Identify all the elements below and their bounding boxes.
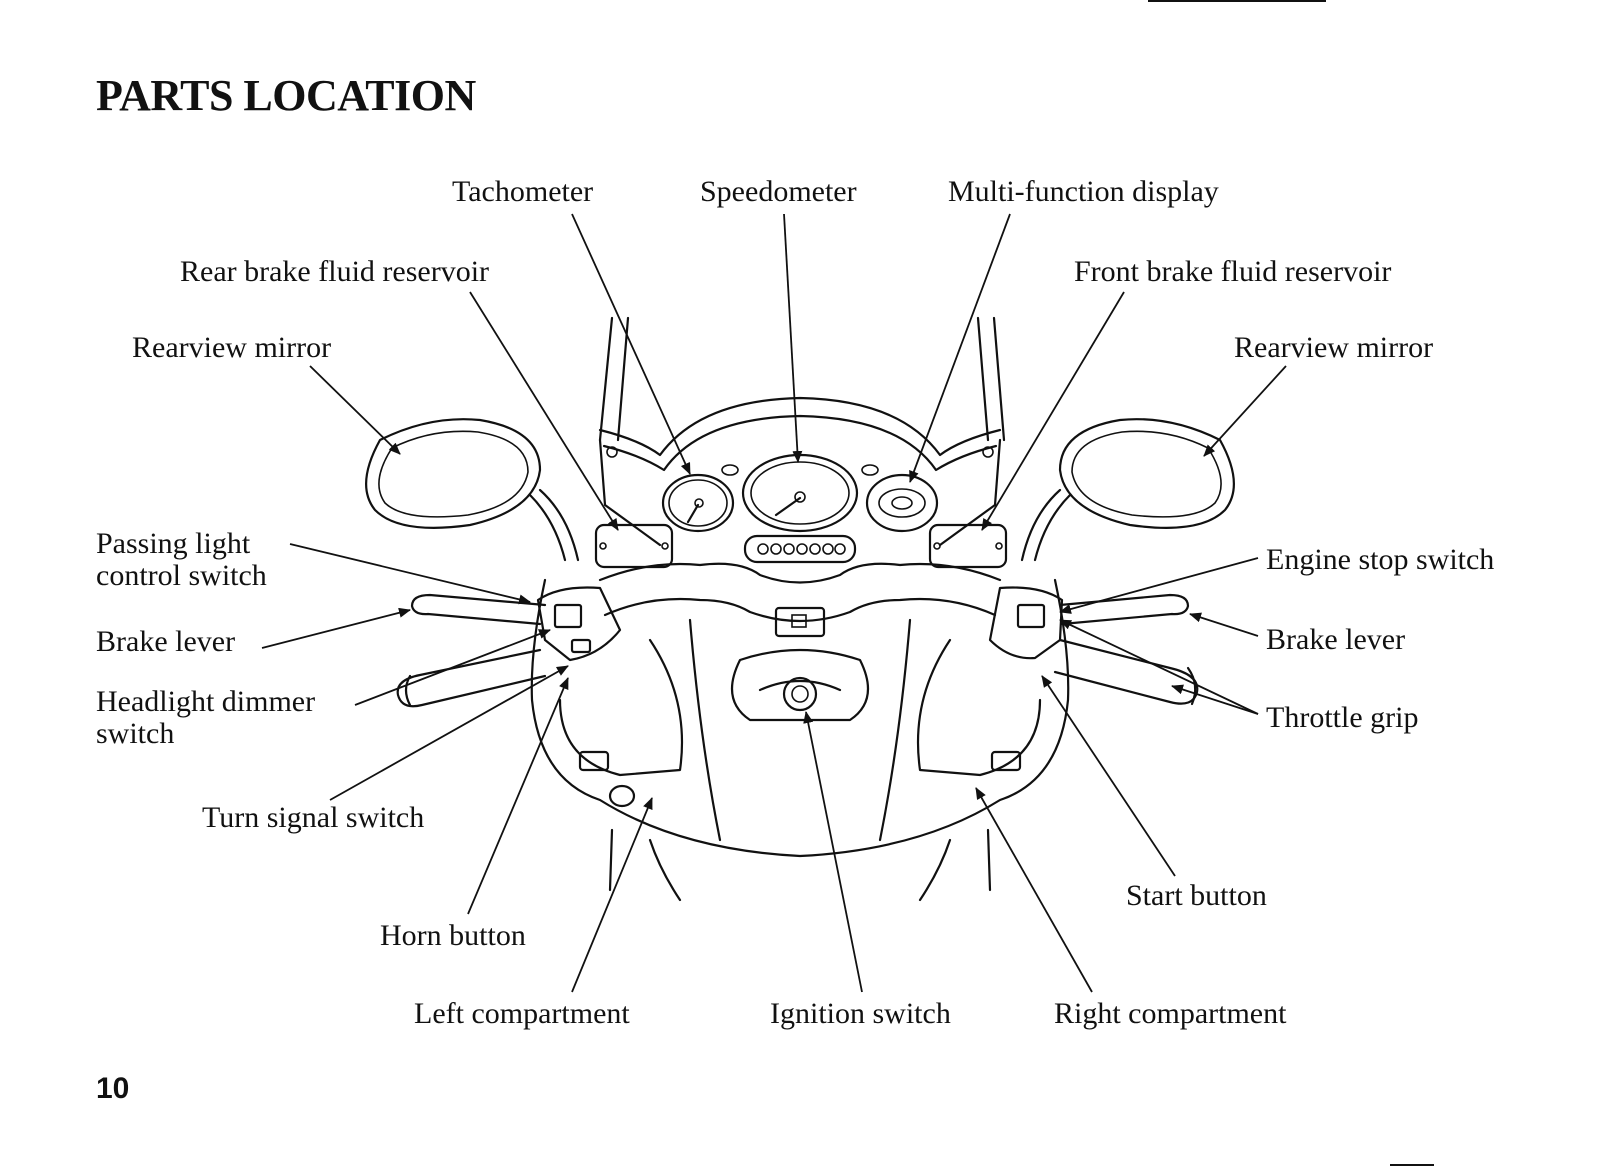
- speedometer-gauge: [741, 453, 859, 533]
- engine-stop-switch-label: Engine stop switch: [1266, 543, 1495, 576]
- center-console: [608, 618, 992, 902]
- indicator-lights: [721, 464, 879, 564]
- left-brake-reservoir: [594, 523, 674, 569]
- top-rule: [1148, 0, 1326, 2]
- start-button-label: Start button: [1126, 879, 1267, 912]
- right-grip: [1053, 638, 1199, 706]
- right-mirror: [1020, 418, 1235, 562]
- instrument-cowl: [598, 396, 1002, 547]
- handlebar: [598, 562, 1002, 638]
- front-brake-fluid-reservoir-label: Front brake fluid reservoir: [1074, 255, 1392, 288]
- right-switch-housing: [988, 586, 1064, 660]
- leader-lines: [261, 213, 1287, 993]
- headlight-dimmer-label-line2: switch: [96, 717, 175, 750]
- left-grip: [396, 648, 547, 708]
- headlight-dimmer-label-line1: Headlight dimmer: [96, 685, 316, 718]
- leg-shield: [530, 578, 1070, 858]
- multi-function-display-label: Multi-function display: [948, 175, 1219, 208]
- rearview-mirror-right-label: Rearview mirror: [1234, 331, 1434, 364]
- left-brake-lever: [410, 593, 547, 626]
- speedometer-label: Speedometer: [700, 175, 857, 208]
- multi-function-display-gauge: [865, 473, 939, 533]
- windshield-frame: [598, 316, 1006, 442]
- rear-brake-fluid-reservoir-label: Rear brake fluid reservoir: [180, 255, 490, 288]
- passing-light-label-line1: Passing light: [96, 527, 251, 560]
- horn-button-label: Horn button: [380, 919, 526, 952]
- tachometer-label: Tachometer: [452, 175, 594, 208]
- tachometer-gauge: [661, 473, 735, 533]
- left-mirror: [365, 418, 580, 562]
- brake-lever-right-label: Brake lever: [1266, 623, 1406, 656]
- left-switch-housing: [536, 586, 622, 662]
- rearview-mirror-left-label: Rearview mirror: [132, 331, 332, 364]
- bottom-rule: [1390, 1164, 1434, 1166]
- right-brake-lever: [1058, 593, 1190, 626]
- ignition-switch-label: Ignition switch: [770, 997, 951, 1030]
- turn-signal-switch-label: Turn signal switch: [202, 801, 425, 834]
- page-number: 10: [96, 1072, 130, 1105]
- throttle-grip-label: Throttle grip: [1266, 701, 1419, 734]
- left-compartment-label: Left compartment: [414, 997, 630, 1030]
- brake-lever-left-label: Brake lever: [96, 625, 236, 658]
- right-compartment-label: Right compartment: [1054, 997, 1287, 1030]
- page-title: PARTS LOCATION: [96, 71, 476, 120]
- right-brake-reservoir: [928, 523, 1008, 569]
- passing-light-label-line2: control switch: [96, 559, 267, 592]
